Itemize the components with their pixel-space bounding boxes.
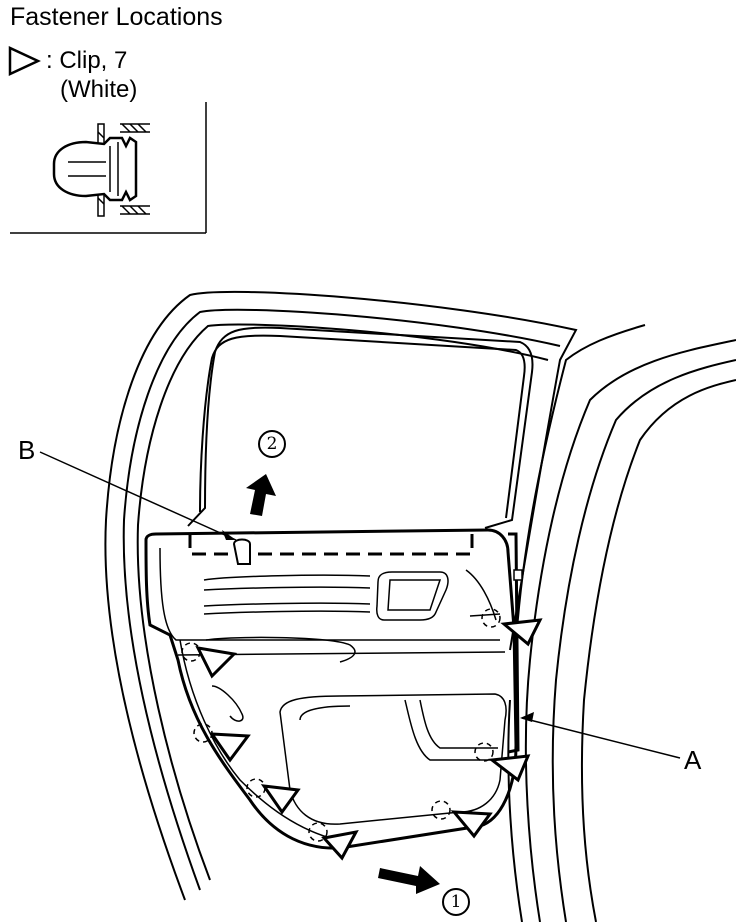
window-opening	[187, 326, 534, 529]
clip-marker-5	[450, 810, 493, 839]
step-2-marker: 2	[258, 430, 286, 458]
callout-a: A	[684, 745, 702, 775]
clip-marker-3	[260, 784, 301, 815]
clip-marker-4	[321, 829, 359, 861]
clip-marker-2	[209, 732, 251, 763]
clip-detail-inset	[10, 102, 207, 234]
clip-marker-6	[488, 754, 531, 783]
legend-clip-label: : Clip, 7	[46, 47, 128, 74]
clip-marker-1	[195, 646, 238, 679]
direction-arrow-1	[378, 866, 440, 894]
page-title: Fastener Locations	[10, 3, 223, 31]
clip-symbol-icon	[8, 46, 41, 76]
door-trim-panel	[144, 528, 518, 850]
step-1-marker: 1	[442, 888, 470, 916]
callout-b: B	[18, 435, 36, 465]
legend-clip-color: (White)	[60, 76, 138, 103]
direction-arrow-2	[246, 474, 276, 516]
clip-marker-7	[500, 618, 543, 647]
door-frame-outer	[104, 290, 578, 901]
